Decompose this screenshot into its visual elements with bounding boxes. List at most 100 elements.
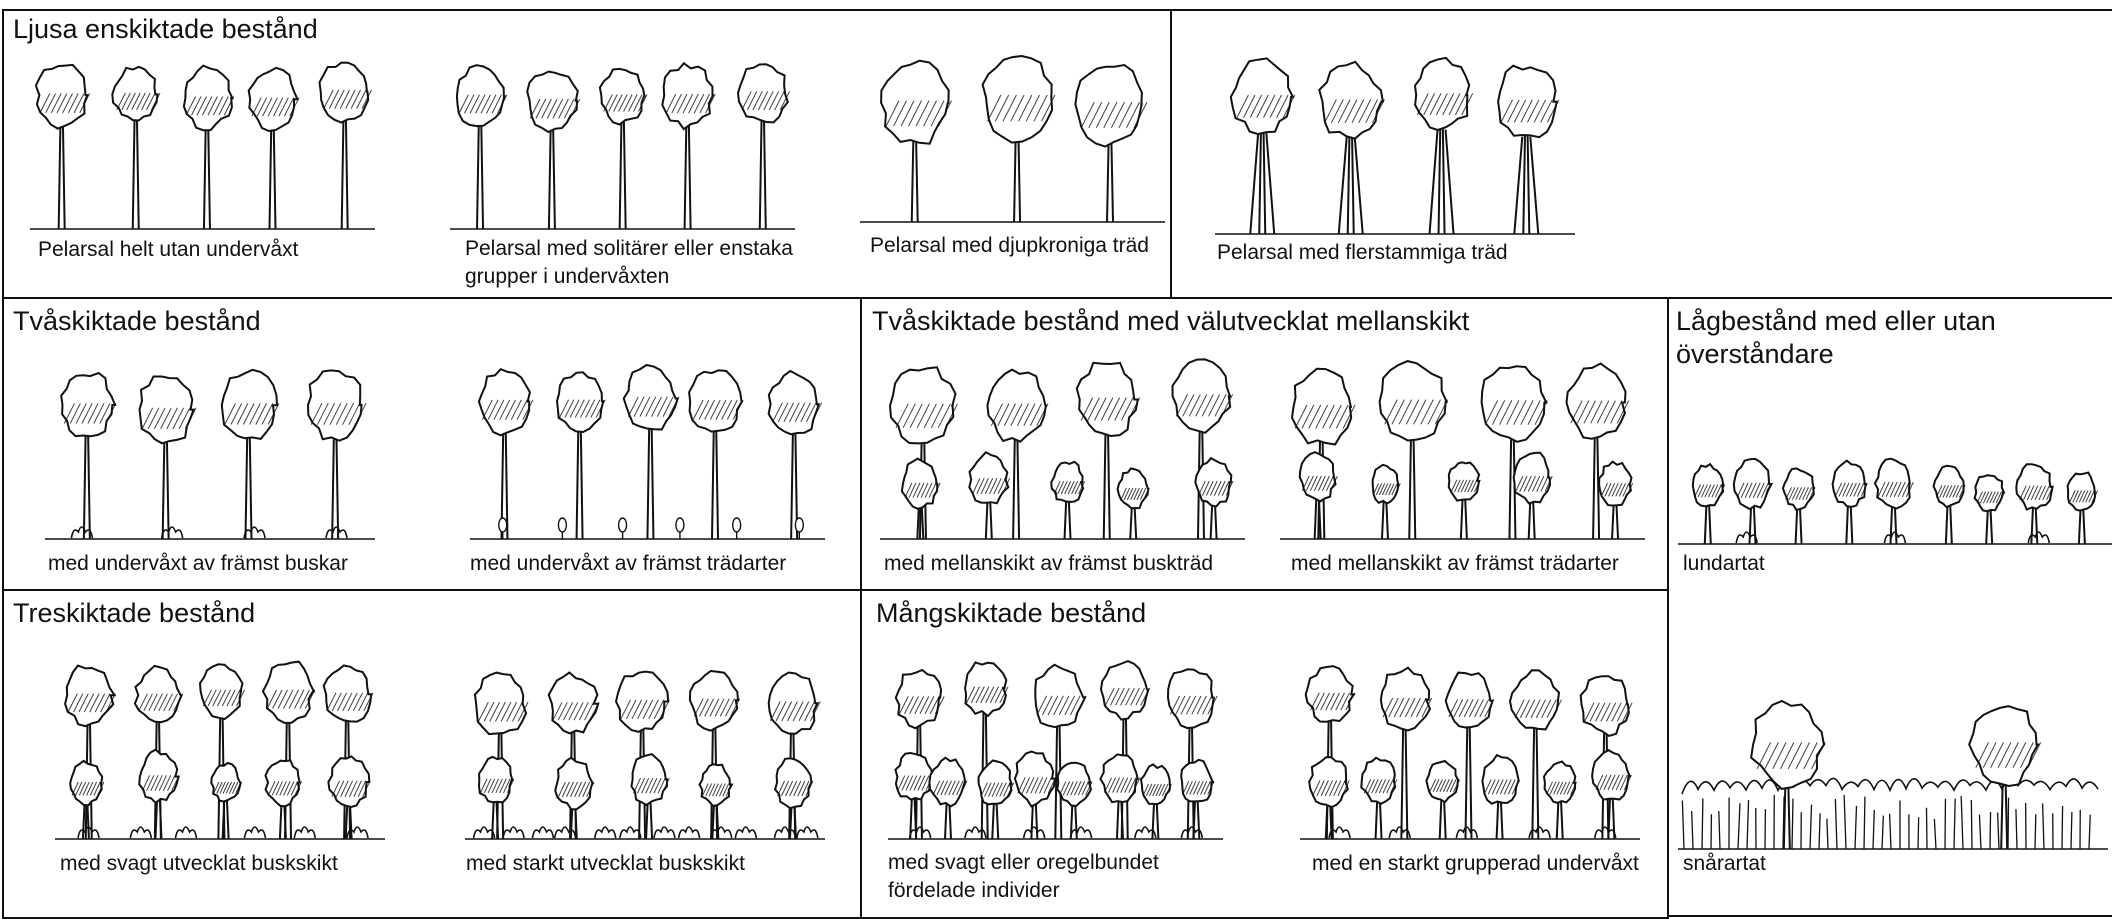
caption-tvaskiktade-tradarter: med undervåxt av främst trädarter xyxy=(470,550,786,578)
tree-trunk xyxy=(647,412,653,539)
tree-crown xyxy=(36,65,90,129)
understory-crown xyxy=(1514,453,1553,504)
caption-pelarsal-djupkroniga: Pelarsal med djupkroniga träd xyxy=(870,232,1149,260)
tree-crown xyxy=(1482,366,1548,442)
tree-crown xyxy=(616,672,669,732)
tree-crown xyxy=(1498,66,1559,138)
understory-crown xyxy=(1426,761,1459,802)
shrub xyxy=(735,827,756,838)
understory-crown xyxy=(929,758,967,807)
tree-crown xyxy=(1446,673,1494,728)
drawing-snarartat xyxy=(1678,685,2108,855)
shrub xyxy=(620,827,641,838)
understory-crown xyxy=(1181,760,1214,802)
tree-crown xyxy=(557,372,605,432)
shrub xyxy=(503,827,524,838)
understory-crown xyxy=(555,758,594,810)
tree-crown xyxy=(987,370,1048,442)
tree-crown xyxy=(527,72,580,132)
tree-trunk xyxy=(620,107,626,229)
understory-crown xyxy=(1592,750,1631,799)
understory-crown xyxy=(1300,452,1338,501)
caption-pelarsal-solitarer: Pelarsal med solitärer eller enstaka gru… xyxy=(465,235,825,291)
tree-crown xyxy=(475,673,528,735)
drawing-mangskiktade-grupperad xyxy=(1300,650,1640,845)
shrub xyxy=(162,527,183,538)
understory-crown xyxy=(1195,458,1233,506)
caption-snarartat: snårartat xyxy=(1683,850,1766,878)
tree-crown xyxy=(1075,65,1147,147)
shrub xyxy=(1024,827,1045,838)
sapling xyxy=(676,518,684,539)
caption-mellanskikt-busktrad: med mellanskikt av främst buskträd xyxy=(884,550,1213,578)
tree-crown xyxy=(135,666,183,722)
tree-crown xyxy=(1969,706,2041,786)
shrub xyxy=(244,827,265,838)
drawing-pelarsal-solitarer xyxy=(450,45,795,235)
tree-trunk xyxy=(760,105,766,229)
shrub xyxy=(1884,532,1905,543)
shrub xyxy=(679,827,700,838)
drawing-lundartat xyxy=(1678,380,2112,550)
understory-crown xyxy=(1975,475,2005,511)
tree-crown xyxy=(881,61,951,144)
understory-crown xyxy=(266,760,302,806)
section-title-mangskiktade: Mångskiktade bestånd xyxy=(876,597,1146,630)
drawing-treskiktade-starkt xyxy=(465,650,825,845)
shrub xyxy=(1595,827,1616,838)
tree-crown xyxy=(112,67,160,121)
drawing-mellanskikt-busktrad xyxy=(880,345,1245,545)
tree-crown xyxy=(769,371,822,434)
understory-crown xyxy=(1100,754,1140,802)
tree-crown xyxy=(1415,58,1473,130)
shrub xyxy=(244,527,265,538)
drawing-mellanskikt-tradarter xyxy=(1280,345,1645,545)
understory-crown xyxy=(1599,462,1633,506)
understory-crown xyxy=(1783,468,1815,509)
tree-crown xyxy=(263,662,315,723)
understory-crown xyxy=(139,750,179,803)
understory-crown xyxy=(1373,465,1401,504)
caption-lundartat: lundartat xyxy=(1683,550,1765,578)
understory-crown xyxy=(1482,755,1519,804)
understory-crown xyxy=(2068,473,2098,511)
understory-crown xyxy=(1934,466,1966,507)
tree-crown xyxy=(662,63,715,129)
section-title-tvaskiktade-mellanskikt: Tvåskiktade bestånd med välutvecklat mel… xyxy=(872,305,1469,338)
sapling xyxy=(499,518,507,539)
shrub xyxy=(1456,827,1477,838)
tree-crown xyxy=(140,377,197,444)
shrub xyxy=(595,827,616,838)
shrub xyxy=(797,827,818,838)
sapling xyxy=(619,518,627,539)
understory-crown xyxy=(1693,464,1725,506)
tree-crown xyxy=(457,65,507,126)
drawing-mangskiktade-svagt xyxy=(888,645,1223,845)
tree-crown xyxy=(65,666,115,727)
drawing-pelarsal-djupkroniga xyxy=(860,38,1165,228)
tree-crown xyxy=(738,64,790,122)
understory-crown xyxy=(1734,459,1773,509)
sapling xyxy=(558,518,566,539)
tree-crown xyxy=(1168,669,1217,728)
understory-crown xyxy=(1015,752,1056,807)
drawing-tvaskiktade-buskar xyxy=(45,355,375,545)
shrub xyxy=(294,827,315,838)
thicket-canopy xyxy=(1682,778,2098,794)
tree-crown xyxy=(1510,670,1562,729)
tree-crown xyxy=(689,370,743,431)
understory-crown xyxy=(979,761,1014,805)
tree-crown xyxy=(61,373,116,436)
tree-crown xyxy=(320,63,372,123)
understory-crown xyxy=(211,763,241,802)
tree-crown xyxy=(1567,364,1629,439)
understory-crown xyxy=(1309,757,1349,807)
caption-mellanskikt-tradarter: med mellanskikt av främst trädarter xyxy=(1291,550,1619,578)
tree-crown xyxy=(600,69,647,125)
shrub xyxy=(130,827,151,838)
understory-crown xyxy=(479,757,514,803)
section-title-lagbestand: Lågbestånd med eller utan överståndare xyxy=(1676,305,2056,371)
shrub xyxy=(775,827,796,838)
shrub xyxy=(555,827,576,838)
section-title-ljusa: Ljusa enskiktade bestånd xyxy=(13,13,318,46)
